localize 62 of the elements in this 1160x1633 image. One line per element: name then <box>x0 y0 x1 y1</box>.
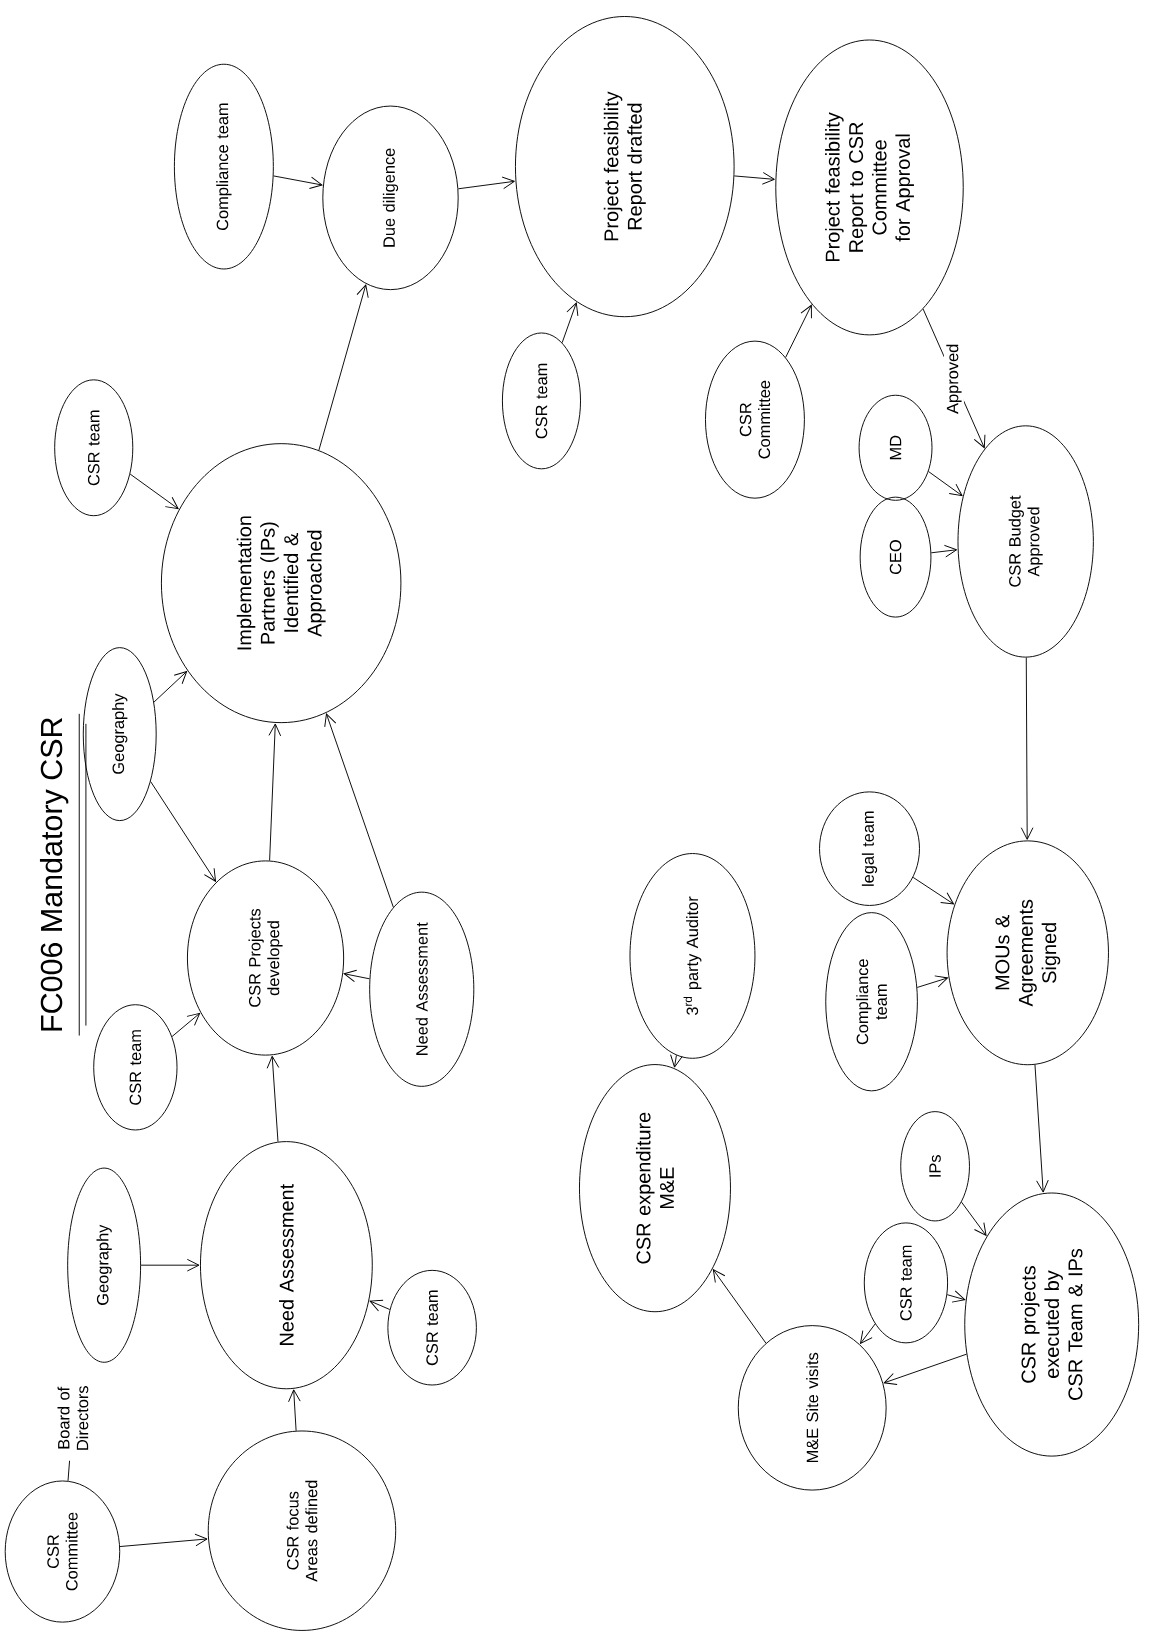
ellipse-node: MOUs & Agreements Signed <box>946 840 1109 1066</box>
arrow <box>171 1012 201 1037</box>
arrow <box>273 175 323 190</box>
edge-label: Approved <box>943 341 964 417</box>
arrow <box>860 1323 876 1344</box>
ellipse-node: CSR expenditure M&E <box>579 1064 731 1313</box>
ellipse-node: Compliance team <box>825 912 918 1092</box>
annotation-text: Board of Directors <box>57 1386 89 1450</box>
arrow <box>883 1353 967 1385</box>
ellipse-node: legal team <box>819 791 920 906</box>
ellipse-node: Due diligence <box>322 105 459 291</box>
arrow <box>324 713 394 908</box>
arrow <box>140 1258 200 1272</box>
arrow <box>712 1269 767 1344</box>
arrow <box>153 671 188 703</box>
ellipse-node: CSR Budget Approved <box>957 425 1094 658</box>
leader-line <box>67 1460 71 1482</box>
arrow <box>268 723 282 862</box>
ellipse-node: CSR team <box>501 332 581 470</box>
ellipse-node: CSR projects executed by CSR Team & IPs <box>964 1192 1140 1457</box>
ellipse-node: Geography <box>67 1167 142 1363</box>
arrow <box>343 969 370 983</box>
ellipse-node: Implementation Partners (IPs) Identified & Approached <box>160 443 402 724</box>
arrow <box>129 473 179 510</box>
ellipse-node: MD <box>858 394 933 501</box>
arrow <box>785 304 812 358</box>
ellipse-node: CSR focus Areas defined <box>207 1430 397 1631</box>
arrow <box>670 1054 683 1068</box>
ellipse-node: Need Assessment <box>369 891 475 1087</box>
ellipse-node: IPs <box>900 1111 970 1222</box>
ellipse-node: CSR team <box>387 1269 477 1386</box>
ellipse-node: CSR team <box>863 1222 949 1344</box>
ellipse-node: CSR team <box>93 1004 178 1131</box>
ellipse-node: M&E Site visits <box>737 1325 887 1491</box>
ellipse-node: CSR Committee <box>4 1480 121 1623</box>
arrow <box>119 1533 208 1547</box>
arrow <box>961 1201 987 1236</box>
arrow <box>150 781 217 882</box>
ellipse-node: Geography <box>82 647 157 822</box>
ellipse-node: CSR team <box>54 379 134 517</box>
arrow <box>318 284 369 451</box>
ellipse-node: 3$^{rd}$ party Auditor <box>629 853 756 1059</box>
ellipse-node: CSR Projects developed <box>186 860 345 1056</box>
ellipse-node: Project feasibility Report drafted <box>514 16 735 318</box>
arrow <box>561 302 579 344</box>
arrow <box>912 876 955 905</box>
arrow <box>733 172 775 185</box>
ellipse-node: Need Assessment <box>200 1141 373 1390</box>
ellipse-node: CEO <box>859 496 932 618</box>
arrow <box>266 1055 280 1143</box>
arrow <box>1020 657 1034 840</box>
arrow <box>946 1290 966 1303</box>
ellipse-node: CSR Committee <box>705 340 805 499</box>
arrow <box>930 544 958 558</box>
arrow <box>457 176 515 190</box>
ellipse-node: Compliance team <box>173 63 274 270</box>
ellipse-node: Project feasibility Report to CSR Committee for Approval <box>775 39 964 336</box>
arrow <box>369 1299 391 1312</box>
arrow <box>916 975 949 988</box>
arrow <box>1034 1064 1049 1193</box>
arrow <box>928 471 963 497</box>
arrow <box>288 1389 301 1432</box>
